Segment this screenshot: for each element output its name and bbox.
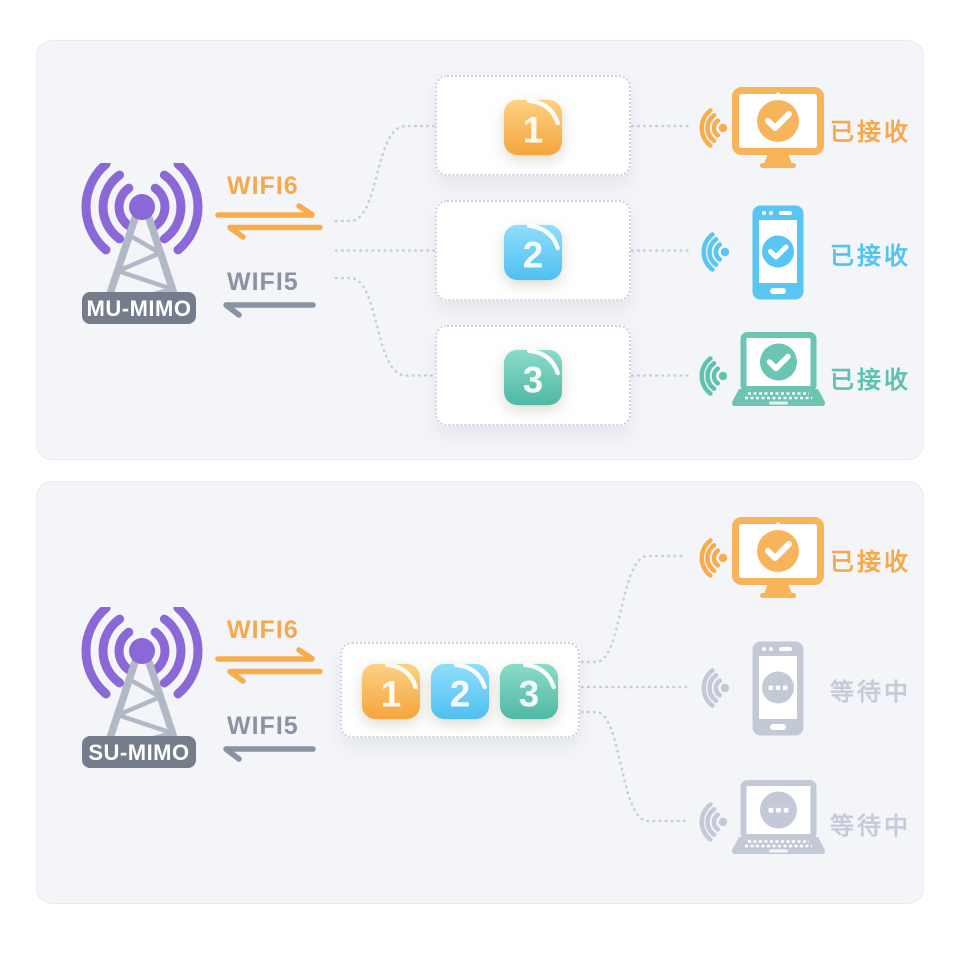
status-waiting: 等待中 (830, 813, 911, 840)
smartphone-icon (752, 641, 804, 736)
numbered-folder-icon: 2 (503, 223, 563, 280)
packet-number: 1 (523, 109, 543, 150)
numbered-folder-icon: 3 (503, 348, 563, 405)
wifi5-label: WIFI5 (227, 712, 299, 740)
wifi6-label: WIFI6 (227, 616, 299, 644)
left-arrow-icon (223, 746, 316, 762)
monitor-icon (732, 517, 824, 598)
status-received: 已接收 (830, 367, 911, 394)
wifi-signal-icon (701, 232, 730, 272)
smartphone-icon (752, 205, 804, 300)
numbered-folder-icon: 1 (503, 98, 563, 155)
connector-box-to-laptop (580, 710, 688, 823)
wifi-signal-icon (699, 356, 728, 396)
status-received: 已接收 (830, 549, 911, 576)
packet-number: 1 (381, 673, 401, 714)
tower-label-su-mimo: SU-MIMO (82, 736, 196, 768)
check-circle-icon (760, 343, 797, 381)
monitor-icon (732, 87, 824, 168)
status-received: 已接收 (830, 119, 911, 146)
packet-number: 3 (523, 359, 543, 400)
double-arrow-icon (215, 203, 323, 240)
numbered-folder-icon: 3 (499, 662, 559, 720)
packet-number: 2 (523, 234, 543, 275)
laptop-icon (732, 780, 825, 854)
packet-card-3: 3 (435, 325, 631, 426)
packet-card-1: 1 (435, 75, 631, 176)
left-arrow-icon (223, 302, 316, 318)
numbered-folder-icon: 1 (361, 662, 421, 720)
wifi-signal-icon (699, 108, 728, 148)
packet-box-combined: 1 2 3 (340, 642, 580, 738)
connector-box-to-monitor (580, 554, 688, 664)
packet-row: 1 2 3 (360, 659, 560, 721)
packet-number: 2 (450, 673, 470, 714)
wifi-signal-icon (699, 802, 728, 842)
status-received: 已接收 (830, 243, 911, 270)
wifi5-label: WIFI5 (227, 268, 299, 296)
double-arrow-icon (215, 647, 323, 684)
status-waiting: 等待中 (830, 679, 911, 706)
packet-number: 3 (519, 673, 539, 714)
wifi6-label: WIFI6 (227, 172, 299, 200)
packet-card-2: 2 (435, 200, 631, 301)
connector-tower-to-packet1 (334, 124, 436, 223)
tower-label-mu-mimo: MU-MIMO (82, 292, 196, 324)
laptop-icon (732, 332, 825, 406)
connector-tower-to-packet3 (334, 276, 436, 377)
numbered-folder-icon: 2 (430, 662, 490, 720)
wifi-signal-icon (699, 538, 728, 578)
wifi-signal-icon (701, 668, 730, 708)
